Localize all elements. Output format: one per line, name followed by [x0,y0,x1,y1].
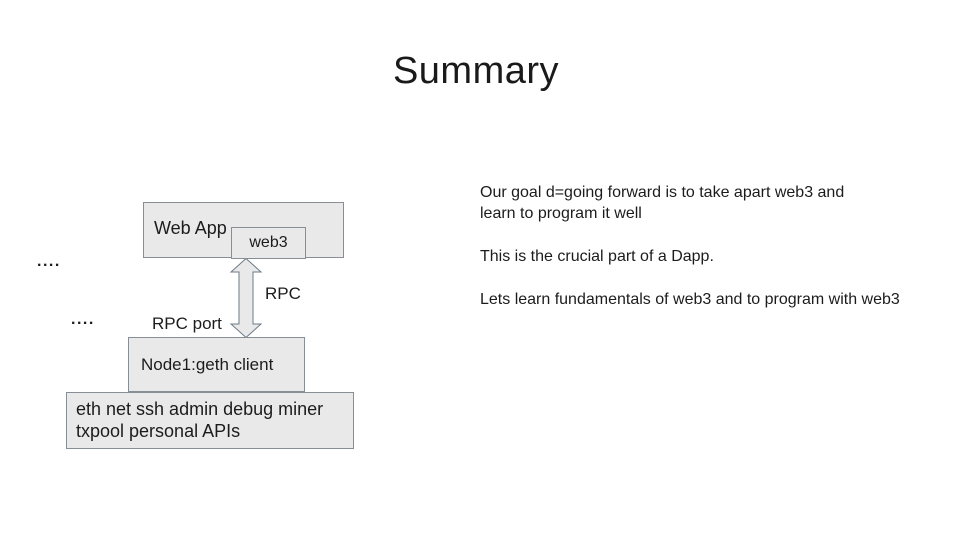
rpc-port-label: RPC port [152,314,222,333]
web-app-label: Web App [154,218,227,238]
notes-para1-line1: Our goal d=going forward is to take apar… [480,184,845,201]
web3-box: web3 [231,227,306,259]
apis-line1: eth net ssh admin debug miner [76,399,324,419]
rpc-double-arrow-icon [230,258,262,338]
web3-label: web3 [249,234,288,251]
notes-para2: This is the crucial part of a Dapp. [480,248,714,265]
ellipsis-lower: .... [71,311,95,328]
node1-geth-box: Node1:geth client [128,337,305,392]
apis-line2: txpool personal APIs [76,421,241,441]
node1-geth-label: Node1:geth client [141,354,274,374]
apis-box: eth net ssh admin debug miner txpool per… [66,392,354,449]
slide-title: Summary [392,50,560,92]
notes-para3: Lets learn fundamentals of web3 and to p… [480,291,900,308]
rpc-label: RPC [265,284,301,303]
ellipsis-upper: .... [37,253,61,270]
notes-para1-line2: learn to program it well [480,205,642,222]
